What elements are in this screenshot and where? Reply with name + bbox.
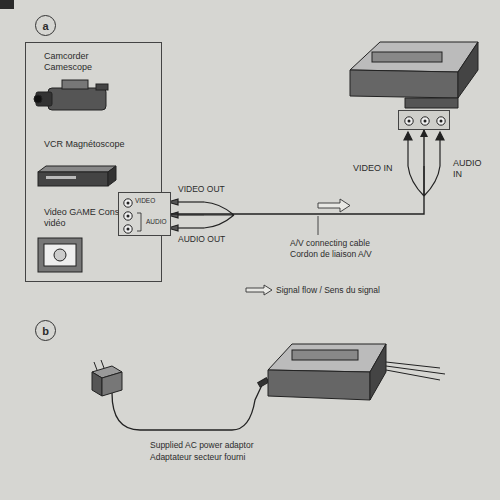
jack-pin [424, 120, 427, 123]
input-jack-panel: VIDEO INAUDIO IN [398, 110, 450, 130]
jack-symbols [399, 111, 451, 131]
leader-line [318, 216, 319, 235]
text-label: Supplied AC power adaptor [150, 440, 254, 451]
node-text: VCR Magnétoscope [44, 139, 139, 150]
section-letter: a [35, 15, 56, 36]
device-b-drawing [268, 344, 445, 400]
jack-pin [127, 228, 130, 231]
text-label: VIDEO OUT [178, 184, 225, 195]
edge-label: A/V connecting cable Cordon de liaison A… [290, 238, 394, 259]
av-cable [171, 130, 424, 214]
jack-pin [127, 215, 130, 218]
av-plugs [168, 199, 234, 231]
source-device-box: Camcorder CamescopeVCR MagnétoscopeVideo… [25, 42, 162, 282]
signal-flow-arrow [318, 199, 350, 212]
console-drawing [38, 238, 82, 272]
audio-bracket [137, 213, 141, 231]
node-text: AUDIO IN [453, 158, 485, 180]
node-text: Camcorder Camescope [44, 51, 139, 73]
page-corner [0, 0, 14, 9]
vcr-drawing [38, 166, 116, 186]
jack-socket [405, 117, 413, 125]
capture-device-drawing [350, 42, 478, 108]
legend-arrow [246, 285, 272, 295]
jack-socket [437, 117, 445, 125]
jack-socket [124, 199, 132, 207]
node-text: AUDIO [146, 218, 167, 226]
node-text: VIDEO IN [353, 163, 393, 174]
legend-text: Signal flow / Sens du signal [276, 285, 380, 296]
output-jack-panel: VIDEO AUDIO [118, 192, 171, 236]
text-label: Adaptateur secteur fourni [150, 452, 245, 463]
node-text: b [42, 325, 49, 337]
jack-socket [124, 225, 132, 233]
text-label: AUDIO OUT [178, 234, 225, 245]
jack-pin [127, 202, 130, 205]
node-text: VIDEO [135, 197, 155, 205]
jack-socket [421, 117, 429, 125]
jack-pin [408, 120, 411, 123]
camcorder-drawing [34, 80, 108, 110]
node-text: a [42, 20, 48, 32]
jack-pin [440, 120, 443, 123]
section-letter: b [35, 320, 56, 341]
jack-socket [124, 212, 132, 220]
ac-adaptor-drawing [92, 360, 269, 430]
